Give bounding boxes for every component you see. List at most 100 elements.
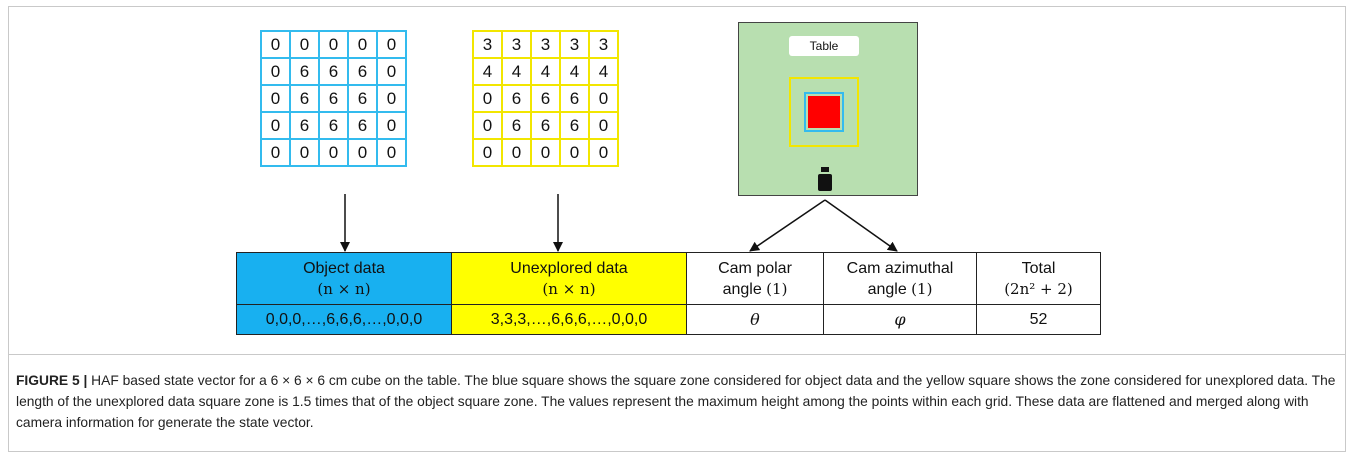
grid-cell: 0: [501, 138, 532, 167]
grid-cell: 0: [347, 30, 378, 59]
grid-row: 3 3 3 3 3: [472, 30, 619, 59]
grid-row: 0 6 6 6 0: [260, 57, 407, 86]
camera-azimuthal-arrow: [824, 199, 898, 252]
grid-cell: 0: [347, 138, 378, 167]
cam-polar-count: (1): [766, 279, 788, 298]
grid-cell: 0: [318, 30, 349, 59]
grid-cell: 6: [289, 111, 320, 140]
grid-cell: 4: [472, 57, 503, 86]
object-data-header: Object data (n × n): [236, 252, 452, 305]
cam-polar-title-line2: angle: [722, 280, 762, 298]
grid-row: 0 0 0 0 0: [260, 30, 407, 59]
grid-cell: 0: [376, 30, 407, 59]
state-vector-table: Object data (n × n) Unexplored data (n ×…: [236, 252, 1101, 335]
figure-caption: FIGURE 5 | HAF based state vector for a …: [16, 370, 1336, 433]
total-header: Total (2n² + 2): [976, 252, 1101, 305]
state-table-header-row: Object data (n × n) Unexplored data (n ×…: [236, 252, 1101, 305]
grid-cell: 0: [376, 138, 407, 167]
grid-cell: 3: [501, 30, 532, 59]
grid-cell: 0: [260, 138, 291, 167]
grid-cell: 0: [376, 57, 407, 86]
grid-cell: 0: [376, 111, 407, 140]
figure-frame: [8, 6, 1346, 452]
grid-cell: 0: [260, 30, 291, 59]
grid-cell: 0: [472, 111, 503, 140]
camera-icon: [818, 167, 832, 191]
unexplored-data-title: Unexplored data: [510, 259, 628, 277]
grid-cell: 0: [260, 57, 291, 86]
grid-cell: 0: [260, 84, 291, 113]
cam-azimuthal-title-line2: angle: [867, 280, 907, 298]
unexplored-zone-square: [789, 77, 859, 147]
grid-cell: 6: [530, 111, 561, 140]
grid-cell: 3: [588, 30, 619, 59]
grid-cell: 0: [472, 84, 503, 113]
total-value: 52: [976, 304, 1101, 335]
grid-cell: 3: [472, 30, 503, 59]
grid-cell: 0: [289, 30, 320, 59]
cam-azimuthal-value: φ: [823, 304, 977, 335]
object-data-title: Object data: [303, 259, 385, 277]
object-data-value: 0,0,0,…,6,6,6,…,0,0,0: [236, 304, 452, 335]
grid-cell: 6: [289, 84, 320, 113]
grid-cell: 3: [530, 30, 561, 59]
grid-cell: 0: [559, 138, 590, 167]
grid-cell: 6: [501, 84, 532, 113]
grid-cell: 6: [289, 57, 320, 86]
grid-cell: 4: [588, 57, 619, 86]
grid-cell: 0: [588, 84, 619, 113]
grid-cell: 0: [376, 84, 407, 113]
cam-azimuthal-count: (1): [911, 279, 933, 298]
unexplored-data-dim: (n × n): [542, 279, 596, 298]
grid-cell: 6: [530, 84, 561, 113]
grid-cell: 6: [559, 84, 590, 113]
grid-row: 0 0 0 0 0: [472, 138, 619, 167]
grid-cell: 6: [347, 111, 378, 140]
grid-cell: 0: [318, 138, 349, 167]
grid-row: 4 4 4 4 4: [472, 57, 619, 86]
grid-cell: 6: [318, 111, 349, 140]
grid-cell: 4: [559, 57, 590, 86]
caption-divider: [9, 354, 1345, 355]
grid-row: 0 6 6 6 0: [472, 111, 619, 140]
grid-row: 0 6 6 6 0: [472, 84, 619, 113]
unexplored-data-value: 3,3,3,…,6,6,6,…,0,0,0: [451, 304, 687, 335]
grid-cell: 0: [588, 138, 619, 167]
grid-cell: 0: [588, 111, 619, 140]
cam-polar-title-line1: Cam polar: [718, 259, 792, 277]
grid-cell: 6: [318, 84, 349, 113]
grid-row: 0 0 0 0 0: [260, 138, 407, 167]
grid-cell: 3: [559, 30, 590, 59]
grid-cell: 4: [530, 57, 561, 86]
grid-cell: 0: [289, 138, 320, 167]
grid-cell: 0: [260, 111, 291, 140]
table-label: Table: [789, 36, 859, 56]
grid-cell: 6: [318, 57, 349, 86]
camera-polar-arrow: [749, 199, 826, 252]
object-data-dim: (n × n): [317, 279, 371, 298]
object-data-grid: 0 0 0 0 0 0 6 6 6 0 0 6 6 6 0 0 6 6 6 0 …: [260, 30, 407, 167]
figure-label: FIGURE 5 |: [16, 373, 88, 388]
cam-azimuthal-title-line1: Cam azimuthal: [846, 259, 954, 277]
state-table-value-row: 0,0,0,…,6,6,6,…,0,0,0 3,3,3,…,6,6,6,…,0,…: [236, 304, 1101, 335]
unexplored-data-header: Unexplored data (n × n): [451, 252, 687, 305]
caption-text: HAF based state vector for a 6 × 6 × 6 c…: [16, 373, 1336, 430]
grid-cell: 6: [559, 111, 590, 140]
table-scene: Table: [738, 22, 918, 196]
grid-cell: 6: [347, 57, 378, 86]
cam-azimuthal-header: Cam azimuthal angle (1): [823, 252, 977, 305]
grid-row: 0 6 6 6 0: [260, 84, 407, 113]
grid-cell: 0: [530, 138, 561, 167]
grid-row: 0 6 6 6 0: [260, 111, 407, 140]
total-title: Total: [1021, 259, 1056, 277]
grid-cell: 4: [501, 57, 532, 86]
cam-polar-value: θ: [686, 304, 824, 335]
total-formula: (2n² + 2): [1004, 279, 1073, 298]
object-zone-square: [804, 92, 844, 132]
cube-object: [808, 96, 840, 128]
grid-cell: 0: [472, 138, 503, 167]
grid-cell: 6: [501, 111, 532, 140]
cam-polar-header: Cam polar angle (1): [686, 252, 824, 305]
grid-cell: 6: [347, 84, 378, 113]
